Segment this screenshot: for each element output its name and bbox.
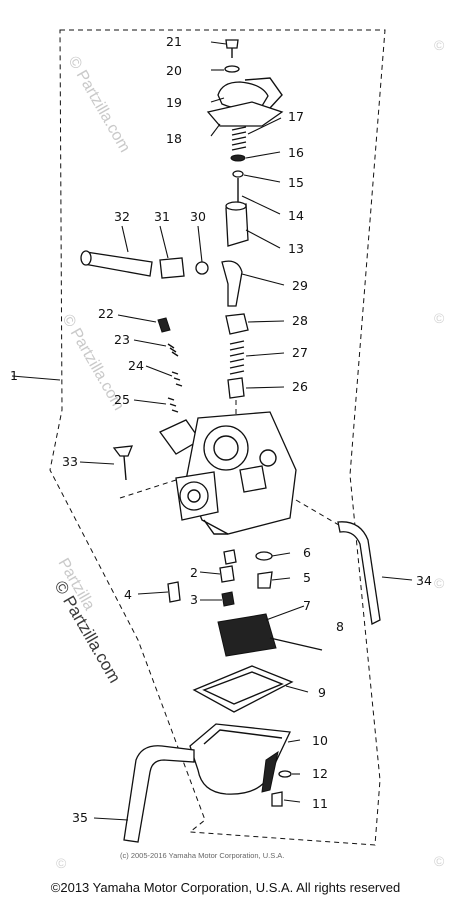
leader-1 [11, 375, 61, 381]
label-3: 3 [190, 592, 198, 607]
piston-valve-group [225, 126, 249, 247]
label-11: 11 [312, 796, 328, 811]
needle-jet-upper [223, 549, 237, 565]
label-28: 28 [292, 313, 308, 328]
plunger-26 [227, 377, 245, 399]
copyright-notice: ©2013 Yamaha Motor Corporation, U.S.A. A… [50, 880, 401, 895]
label-31: 31 [154, 209, 170, 224]
label-30: 30 [190, 209, 206, 224]
starter-plunger-group [225, 313, 249, 420]
label-13: 13 [288, 241, 304, 256]
label-19: 19 [166, 95, 182, 110]
cable-adjuster-group [80, 250, 243, 307]
label-33: 33 [62, 454, 78, 469]
nut-30 [195, 261, 209, 275]
float-pin-5 [257, 571, 273, 589]
part-number-labels: 1 2 3 4 5 6 7 8 9 10 11 12 13 14 15 16 1… [10, 34, 432, 825]
overflow-tube-34 [337, 521, 381, 625]
jet-4 [167, 581, 181, 603]
boot-32 [83, 251, 153, 277]
gasket-9 [192, 665, 294, 713]
label-22: 22 [98, 306, 114, 321]
washer-12 [278, 770, 292, 778]
label-12: 12 [312, 766, 328, 781]
clip-16 [230, 154, 246, 162]
watermark-right-3: © [434, 575, 445, 591]
watermark-top: © Partzilla.com [65, 54, 134, 156]
watermark-right-1: © [434, 37, 445, 53]
leader-lines [79, 41, 413, 821]
label-16: 16 [288, 145, 304, 160]
elbow-29 [221, 260, 243, 307]
label-4: 4 [124, 587, 132, 602]
pilot-jet-3 [221, 591, 235, 607]
label-27: 27 [292, 345, 308, 360]
adjuster-31 [159, 257, 185, 279]
watermark-right-4: © [434, 853, 445, 869]
screw-11 [271, 791, 283, 807]
label-21: 21 [166, 34, 182, 49]
spring-27 [229, 340, 245, 375]
label-9: 9 [318, 685, 326, 700]
spring-25 [167, 397, 179, 413]
label-6: 6 [303, 545, 311, 560]
drain-tube-35 [123, 745, 195, 843]
pin-8 [269, 637, 323, 651]
top-cover-group [206, 39, 284, 127]
assembly-boundary [49, 29, 386, 846]
watermark-left-bottom: © [56, 855, 67, 871]
spring-23 [167, 343, 179, 357]
label-14: 14 [288, 208, 304, 223]
label-24: 24 [128, 358, 144, 373]
nut-28 [225, 313, 249, 335]
label-26: 26 [292, 379, 308, 394]
spring-17 [231, 126, 247, 151]
pilot-screw-group [157, 317, 183, 413]
screw-22 [157, 317, 171, 333]
screw-24 [171, 371, 183, 387]
label-2: 2 [190, 565, 198, 580]
float-7 [217, 613, 277, 657]
seat-15 [232, 170, 244, 178]
small-copyright-notice: (c) 2005-2016 Yamaha Motor Corporation, … [120, 851, 285, 860]
label-34: 34 [416, 573, 432, 588]
label-18: 18 [166, 131, 182, 146]
label-25: 25 [114, 392, 130, 407]
label-17: 17 [288, 109, 304, 124]
label-5: 5 [303, 570, 311, 585]
label-10: 10 [312, 733, 328, 748]
watermark-right-2: © [434, 310, 445, 326]
label-8: 8 [336, 619, 344, 634]
main-jet-2 [219, 565, 235, 583]
label-32: 32 [114, 209, 130, 224]
label-35: 35 [72, 810, 88, 825]
jet-group [167, 549, 273, 607]
screw-21-head [225, 39, 239, 49]
label-29: 29 [292, 278, 308, 293]
label-20: 20 [166, 63, 182, 78]
screw-33 [112, 445, 134, 457]
washer-20 [224, 65, 240, 73]
label-23: 23 [114, 332, 130, 347]
label-15: 15 [288, 175, 304, 190]
label-1: 1 [10, 368, 18, 383]
carburetor-body [119, 411, 345, 535]
washer-6 [255, 551, 273, 561]
gasket-18 [206, 101, 284, 127]
label-7: 7 [303, 598, 311, 613]
